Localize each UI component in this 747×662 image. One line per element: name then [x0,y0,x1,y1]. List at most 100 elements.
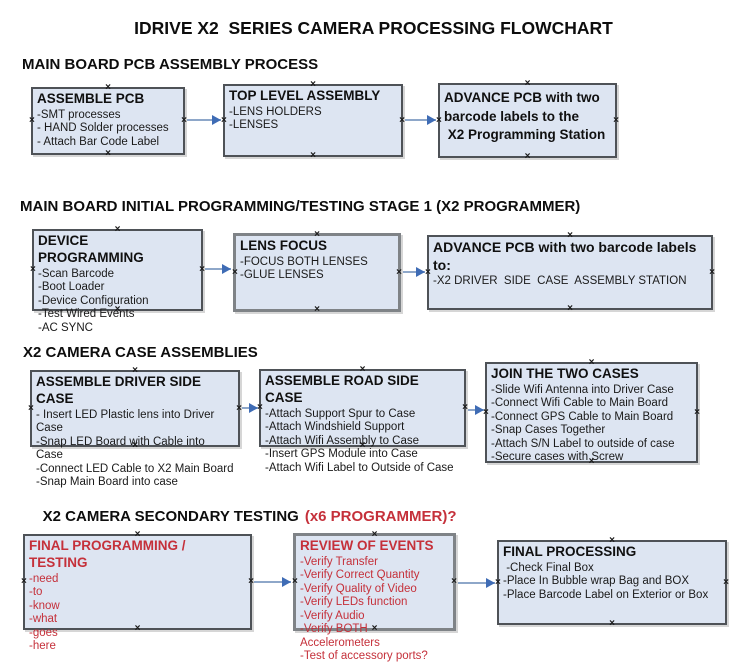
box-item: -Test of accessory ports? [300,650,428,662]
box-title: JOIN THE TWO CASES [491,366,639,381]
flow-box-top-level-assembly: TOP LEVEL ASSEMBLY -LENS HOLDERS-LENSES … [221,80,405,161]
box-title: ASSEMBLE ROAD SIDE CASE [265,373,423,405]
flow-arrow [187,114,221,126]
arrow-line [403,271,425,273]
box-item: -AC SYNC [38,321,93,334]
arrow-head-icon [282,577,291,587]
box-items: -Check Final Box-Place In Bubble wrap Ba… [503,562,721,603]
connection-point-marker: × [292,576,298,587]
box-item: - Attach Bar Code Label [37,135,160,148]
arrow-head-icon [427,115,436,125]
section-heading-pcb-assembly: MAIN BOARD PCB ASSEMBLY PROCESS [22,56,319,73]
flow-box-device-programming: DEVICE PROGRAMMING -Scan Barcode-Boot Lo… [30,225,205,334]
flow-arrow [405,114,436,126]
box-item: -Connect Wifi Cable to Main Board [491,397,669,410]
box-item: -Snap LED Board with Cable into Case [36,435,208,462]
flow-box-join-the-two-cases: JOIN THE TWO CASES -Slide Wifi Antenna i… [483,358,700,467]
box-item: -Slide Wifi Antenna into Driver Case [491,383,674,396]
flow-box-final-programming-testing: FINAL PROGRAMMING / TESTING -need-to-kno… [21,530,254,653]
box-item: -Verify Quality of Video [300,582,417,595]
connection-point-marker: × [232,266,238,278]
box-item: -to [29,586,43,599]
box-items: - Insert LED Plastic lens into Driver Ca… [36,409,234,490]
flow-arrow [254,576,291,588]
section-heading-secondary-testing: X2 CAMERA SECONDARY TESTING(x6 PROGRAMME… [26,491,457,542]
connection-point-marker: × [709,266,715,278]
box-item: - HAND Solder processes [37,122,169,135]
arrow-line [405,119,436,121]
flow-arrow [242,402,258,414]
box-item: -here [29,640,56,653]
box-title: FINAL PROGRAMMING / TESTING [29,538,190,570]
box-item: -what [29,613,58,626]
box-item: -Verify Audio [300,609,365,622]
connection-point-marker: × [221,114,227,126]
flow-box-assemble-pcb: ASSEMBLE PCB -SMT processes- HAND Solder… [29,83,187,159]
connection-point-marker: × [495,576,501,588]
flow-box-review-of-events: REVIEW OF EVENTS -Verify Transfer-Verify… [292,530,457,662]
connection-point-marker: × [310,150,316,161]
box-item: -X2 DRIVER SIDE CASE ASSEMBLY STATION [433,275,687,287]
box-item: -Test Wired Events [38,308,135,321]
box-title: ASSEMBLE DRIVER SIDE CASE [36,374,205,406]
connection-point-marker: × [436,114,442,126]
section-heading-red-part: (x6 PROGRAMMER)? [304,508,457,525]
connection-point-marker: × [29,115,35,126]
box-item: -SMT processes [37,108,121,121]
box-items: -LENS HOLDERS-LENSES [229,106,397,133]
connection-point-marker: × [30,264,36,275]
connection-point-marker: × [694,406,700,418]
arrow-head-icon [249,403,258,413]
box-item: -Snap Main Board into case [36,476,178,489]
connection-point-marker: × [396,266,402,278]
box-item: -Attach Windshield Support [265,421,405,434]
box-items: -X2 DRIVER SIDE CASE ASSEMBLY STATION [433,275,707,289]
connection-point-marker: × [28,402,34,414]
box-item: -GLUE LENSES [240,269,324,282]
box-title: DEVICE PROGRAMMING [38,233,144,265]
flow-arrow [403,266,425,278]
connection-point-marker: × [723,576,729,588]
arrow-head-icon [222,264,231,274]
connection-point-marker: × [524,151,531,162]
connection-point-marker: × [314,304,320,315]
box-item: -goes [29,626,58,639]
box-item: -Boot Loader [38,281,105,294]
box-items: -Slide Wifi Antenna into Driver Case-Con… [491,384,692,465]
arrow-line [187,119,221,121]
box-item: -Snap Cases Together [491,424,606,437]
arrow-line [205,268,231,270]
flow-box-assemble-road-side-case: ASSEMBLE ROAD SIDE CASE -Attach Support … [257,365,468,474]
connection-point-marker: × [567,303,573,314]
page-title: IDRIVE X2 SERIES CAMERA PROCESSING FLOWC… [134,18,613,38]
box-item: -Attach Wifi Label to Outside of Case [265,461,454,474]
box-item: - Insert LED Plastic lens into Driver Ca… [36,408,218,435]
box-item: -Attach Support Spur to Case [265,407,416,420]
box-title: ADVANCE PCB with two barcode labels to: [433,239,701,273]
box-items: -Scan Barcode-Boot Loader-Device Configu… [38,268,197,336]
box-title: ADVANCE PCB with two barcode labels to t… [444,90,606,143]
arrow-line [254,581,291,583]
arrow-line [458,582,495,584]
box-item: -Verify BOTH Accelerometers [300,623,380,649]
box-item: -Insert GPS Module into Case [265,448,418,461]
connection-point-marker: × [451,576,457,587]
box-item: -FOCUS BOTH LENSES [240,255,368,268]
box-item: -Place Barcode Label on Exterior or Box [503,588,709,601]
box-item: -Connect LED Cable to X2 Main Board [36,462,234,475]
flow-box-assemble-driver-side-case: ASSEMBLE DRIVER SIDE CASE - Insert LED P… [28,366,242,489]
box-item: -Attach S/N Label to outside of case [491,437,675,450]
box-item: -Secure cases with Screw [491,451,624,464]
box-title: FINAL PROCESSING [503,544,637,559]
box-items: -need-to-know-what-goes-here [29,573,246,654]
connection-point-marker: × [425,266,431,278]
section-heading-initial-programming: MAIN BOARD INITIAL PROGRAMMING/TESTING S… [20,198,581,215]
box-item: -Attach Wifi Assembly to Case [265,434,420,447]
box-items: -Attach Support Spur to Case-Attach Wind… [265,408,460,476]
box-items: -SMT processes- HAND Solder processes- A… [37,109,179,150]
box-item: -Device Configuration [38,294,149,307]
connection-point-marker: × [613,114,619,126]
box-item: -LENSES [229,119,279,132]
flow-arrow [468,404,484,416]
